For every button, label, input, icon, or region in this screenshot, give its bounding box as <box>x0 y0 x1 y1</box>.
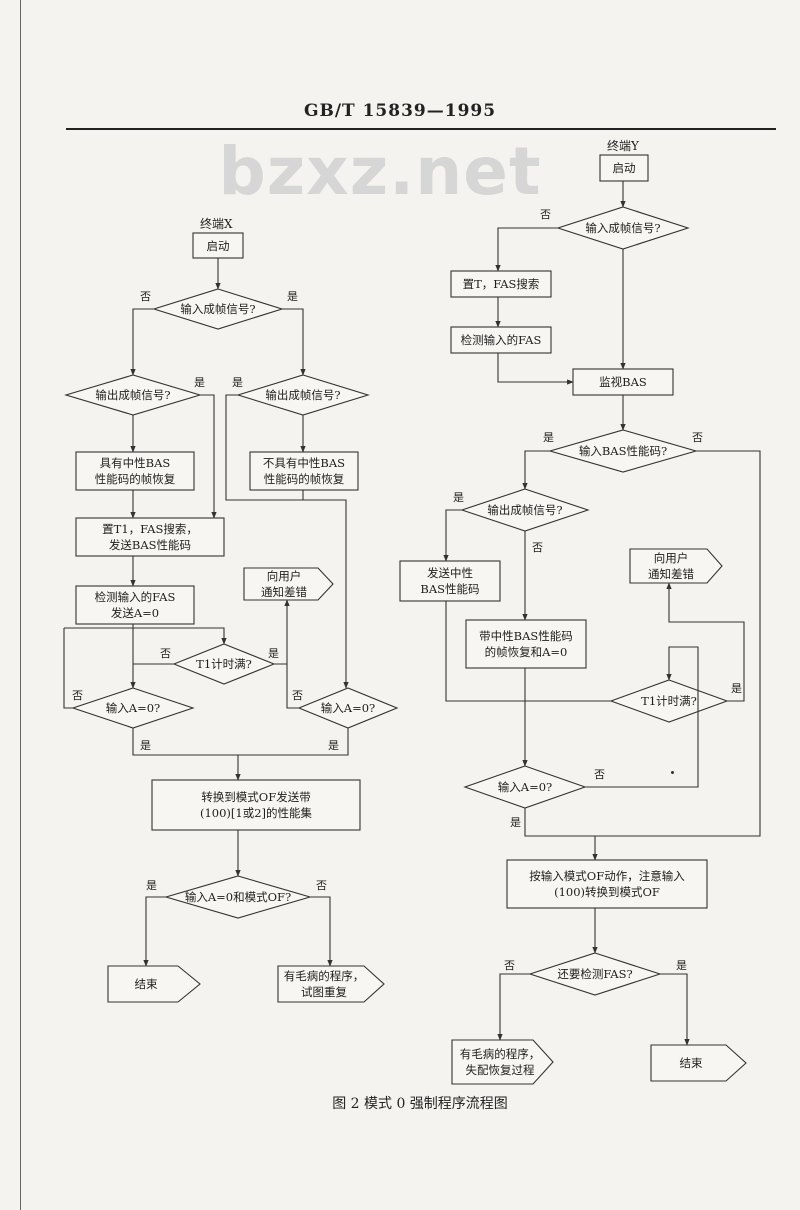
y-still-detect-text: 还要检测FAS? <box>557 967 633 981</box>
y-send-neutral-text: 发送中性 BAS性能码 <box>420 566 480 596</box>
y-fault-unmatched-shape <box>451 1039 554 1085</box>
y-label-yes-3: 是 <box>731 682 742 695</box>
x-input-sync-text: 输入成帧信号? <box>180 302 256 316</box>
y-end-text: 结束 <box>679 1056 703 1070</box>
y-set-t-fas-box <box>450 270 552 298</box>
x-set-t1-text: 置T1，FAS搜索， 发送BAS性能码 <box>102 522 198 552</box>
x-label-no-3: 否 <box>72 689 83 702</box>
terminal-y-title: 终端Y <box>607 139 639 153</box>
x-a0-mode-diamond <box>164 875 312 919</box>
y-input-bas-text: 输入BAS性能码? <box>578 444 668 458</box>
x-label-yes-6: 是 <box>328 739 339 752</box>
y-notify-user-shape <box>629 548 723 584</box>
x-label-yes-4: 是 <box>268 647 279 660</box>
y-detect-fas-box <box>450 326 552 354</box>
watermark: bzxz.net <box>218 133 542 210</box>
y-label-no-3: 否 <box>532 541 543 554</box>
x-switch-mode-text: 转换到模式OF发送带 (100)[1或2]的性能集 <box>199 790 313 820</box>
y-label-yes-1: 是 <box>543 431 554 444</box>
x-label-yes-2: 是 <box>194 376 205 389</box>
x-fault-retry-shape <box>277 965 385 1003</box>
stray-dot <box>671 771 674 774</box>
y-act-mode-box <box>506 859 708 909</box>
x-neutral-bas-text: 具有中性BAS 性能码的帧恢复 <box>94 456 176 486</box>
y-notify-user-text: 向用户 通知差错 <box>648 551 694 581</box>
y-label-yes-2: 是 <box>453 491 464 504</box>
y-label-yes-4: 是 <box>510 816 521 829</box>
y-still-detect-diamond <box>528 952 662 996</box>
y-send-neutral-box <box>399 560 501 602</box>
x-input-sync-diamond <box>152 288 284 330</box>
y-label-no-2: 否 <box>692 431 703 444</box>
x-detect-fas-box <box>75 585 195 625</box>
x-switch-mode-box <box>151 779 361 831</box>
y-frame-recover-text: 带中性BAS性能码 的帧恢复和A=0 <box>479 629 573 659</box>
x-notify-user-shape <box>243 567 334 601</box>
y-t1-full-text: T1计时满? <box>641 694 697 708</box>
x-notify-user-text: 向用户 通知差错 <box>261 569 307 599</box>
y-frame-recover-box <box>465 619 587 669</box>
y-output-sync-text: 输出成帧信号? <box>487 503 563 517</box>
x-label-no-5: 否 <box>316 879 327 892</box>
y-end-shape <box>650 1044 747 1082</box>
x-start-text: 启动 <box>206 238 230 253</box>
y-detect-fas-text: 检测输入的FAS <box>460 333 542 347</box>
x-label-yes-3: 是 <box>232 376 243 389</box>
x-output-sync-left-text: 输出成帧信号? <box>95 388 171 402</box>
figure-caption: 图 2 模式 0 强制程序流程图 <box>332 1096 508 1112</box>
x-fault-retry-text: 有毛病的程序， 试图重复 <box>283 969 365 999</box>
x-label-no-1: 否 <box>140 290 151 303</box>
y-monitor-bas-text: 监视BAS <box>599 375 647 389</box>
x-label-yes-7: 是 <box>146 879 157 892</box>
terminal-x-title: 终端X <box>200 217 233 231</box>
x-t1-full-text: T1计时满? <box>196 657 252 671</box>
x-start-box <box>192 232 244 259</box>
y-label-yes-5: 是 <box>676 959 687 972</box>
y-act-mode-text: 按输入模式OF动作，注意输入 (100)转换到模式OF <box>529 869 685 899</box>
x-end-shape <box>107 965 201 1003</box>
y-fault-unmatched-text: 有毛病的程序， 失配恢复过程 <box>459 1047 541 1077</box>
x-label-no-4: 否 <box>292 689 303 702</box>
y-input-bas-diamond <box>548 429 698 473</box>
y-label-no-5: 否 <box>504 959 515 972</box>
header-rule <box>66 128 776 130</box>
page-edge-line <box>20 0 21 1210</box>
x-t1-full-diamond <box>172 643 276 685</box>
y-label-no-4: 否 <box>594 768 605 781</box>
y-label-no-1: 否 <box>540 208 551 221</box>
x-input-a0-right-text: 输入A=0? <box>320 701 376 715</box>
x-detect-fas-text: 检测输入的FAS 发送A=0 <box>94 590 176 620</box>
x-output-sync-right-text: 输出成帧信号? <box>265 388 341 402</box>
x-label-no-2: 否 <box>160 647 171 660</box>
x-no-neutral-bas-text: 不具有中性BAS 性能码的帧恢复 <box>262 456 346 486</box>
y-set-t-fas-text: 置T，FAS搜索 <box>462 277 540 291</box>
y-start-text: 启动 <box>612 161 636 175</box>
x-label-yes-1: 是 <box>287 290 298 303</box>
x-a0-mode-text: 输入A=0和模式OF? <box>184 890 292 904</box>
standard-header: GB/T 15839—1995 <box>303 101 497 121</box>
y-input-sync-text: 输入成帧信号? <box>585 221 661 235</box>
y-input-a0-text: 输入A=0? <box>497 780 553 794</box>
x-set-t1-box <box>75 517 225 557</box>
y-start-box <box>599 154 649 182</box>
y-monitor-bas-box <box>572 368 674 396</box>
x-end-text: 结束 <box>134 977 158 991</box>
x-input-a0-left-text: 输入A=0? <box>105 701 161 715</box>
x-label-yes-5: 是 <box>140 739 151 752</box>
x-no-neutral-bas-box <box>249 451 359 491</box>
